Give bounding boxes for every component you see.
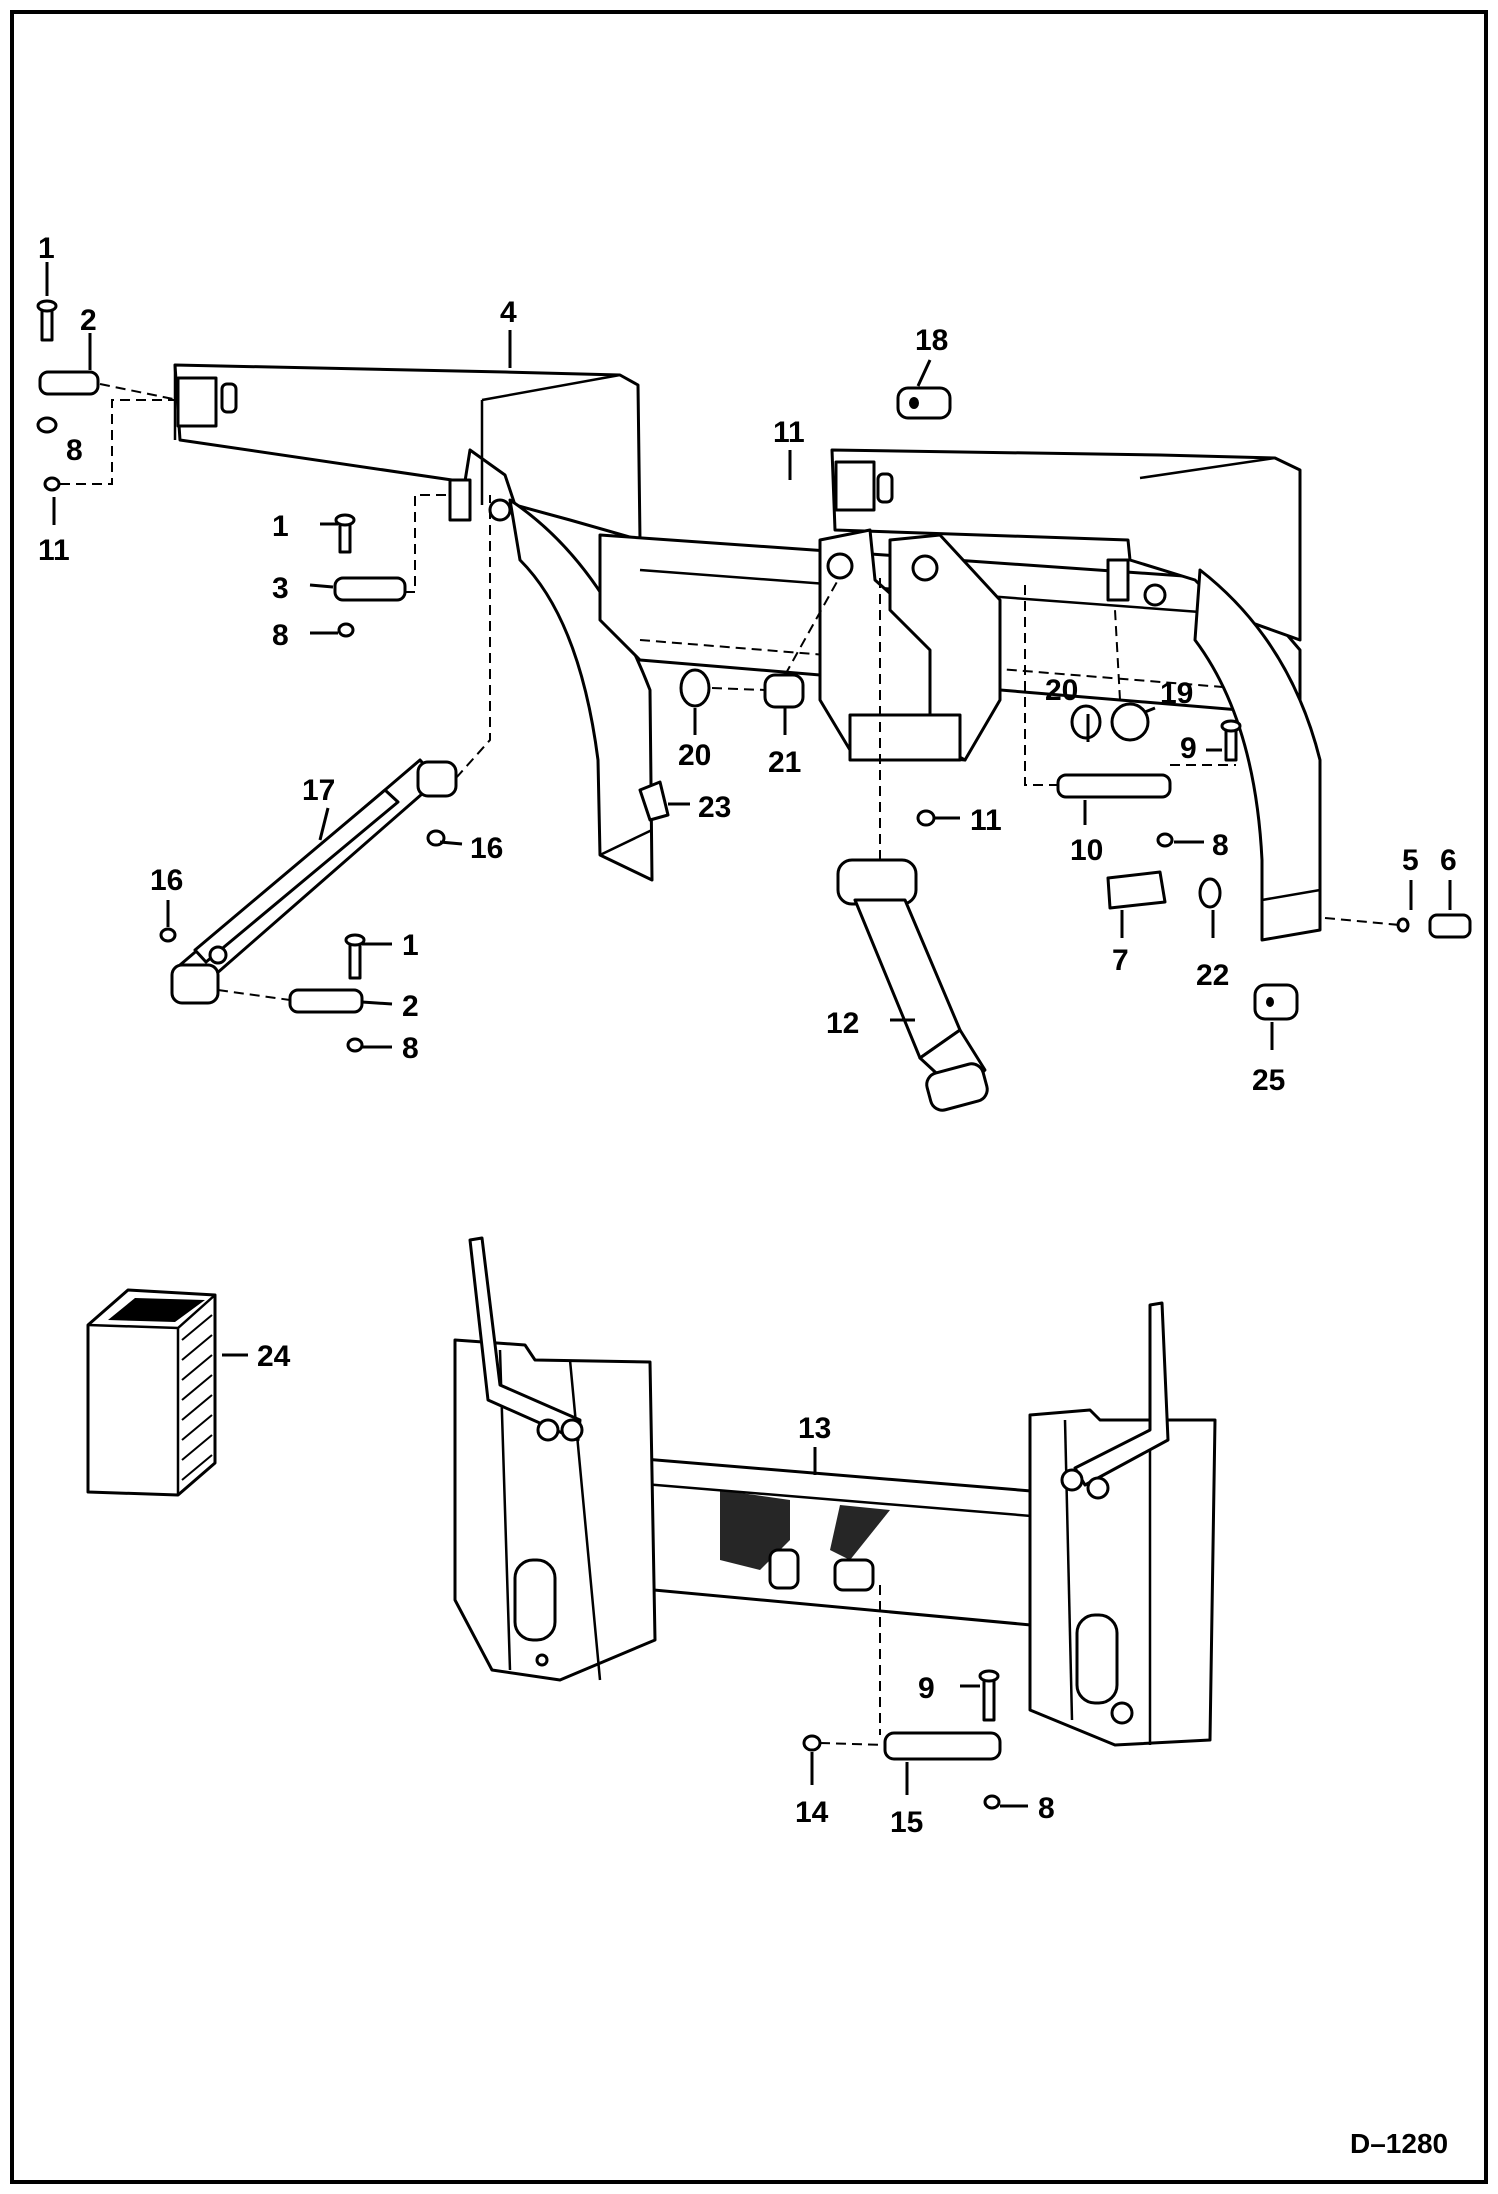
- callout-24: 24: [257, 1340, 291, 1373]
- callout-1: 1: [272, 510, 289, 543]
- callout-15: 15: [890, 1806, 923, 1839]
- part-17-cylinder: [159, 495, 491, 1005]
- callout-8: 8: [1038, 1792, 1055, 1825]
- part-23-stop: [638, 780, 670, 822]
- callout-23: 23: [698, 791, 731, 824]
- callout-8: 8: [402, 1032, 419, 1065]
- callout-20: 20: [1045, 674, 1078, 707]
- hardware-top-left: [36, 299, 179, 492]
- callout-20: 20: [678, 739, 711, 772]
- callout-11: 11: [970, 804, 1002, 837]
- callout-17: 17: [302, 774, 335, 807]
- callout-1: 1: [38, 232, 55, 265]
- callout-6: 6: [1440, 844, 1457, 877]
- callout-8: 8: [272, 619, 289, 652]
- part-24-decal-box: [86, 1288, 217, 1497]
- callout-16: 16: [470, 832, 503, 865]
- part-12-cylinder: [836, 575, 989, 1112]
- callout-8: 8: [66, 434, 83, 467]
- callout-8: 8: [1212, 829, 1229, 862]
- callout-9: 9: [1180, 732, 1197, 765]
- lift-arm-assembly: [173, 363, 1322, 942]
- callout-13: 13: [798, 1412, 831, 1445]
- callout-11: 11: [773, 416, 805, 449]
- hardware-pin-3: [333, 494, 450, 638]
- callout-10: 10: [1070, 834, 1103, 867]
- callout-3: 3: [272, 572, 289, 605]
- hardware-7-22-5-6: [1106, 870, 1472, 939]
- callout-4: 4: [500, 296, 517, 329]
- hardware-lower: [802, 1585, 1002, 1810]
- callout-9: 9: [918, 1672, 935, 1705]
- callout-14: 14: [795, 1796, 829, 1829]
- part-13-attachment-frame: [453, 1236, 1217, 1747]
- hardware-lower-left: [217, 933, 366, 1053]
- part-25-bushing: [1253, 983, 1299, 1021]
- callout-12: 12: [826, 1007, 859, 1040]
- callout-25: 25: [1252, 1064, 1285, 1097]
- callout-11: 11: [38, 534, 70, 567]
- hardware-right: [1024, 585, 1242, 848]
- leader-lines: [45, 262, 1452, 1808]
- callout-18: 18: [915, 324, 948, 357]
- callout-2: 2: [80, 304, 97, 337]
- callout-22: 22: [1196, 959, 1229, 992]
- callout-5: 5: [1402, 844, 1419, 877]
- page-border: [10, 10, 1488, 2184]
- callout-labels: 1 2 8 11 4 1 3 8 18 11 20 21 23 17 16 16…: [38, 232, 1457, 1839]
- bushings-left: [679, 579, 839, 709]
- callout-16: 16: [150, 864, 183, 897]
- drawing-number: D–1280: [1350, 2128, 1448, 2159]
- callout-1: 1: [402, 929, 419, 962]
- part-18-bushing: [896, 386, 952, 420]
- callout-19: 19: [1160, 677, 1193, 710]
- callout-7: 7: [1112, 944, 1129, 977]
- callout-2: 2: [402, 990, 419, 1023]
- callout-21: 21: [768, 746, 801, 779]
